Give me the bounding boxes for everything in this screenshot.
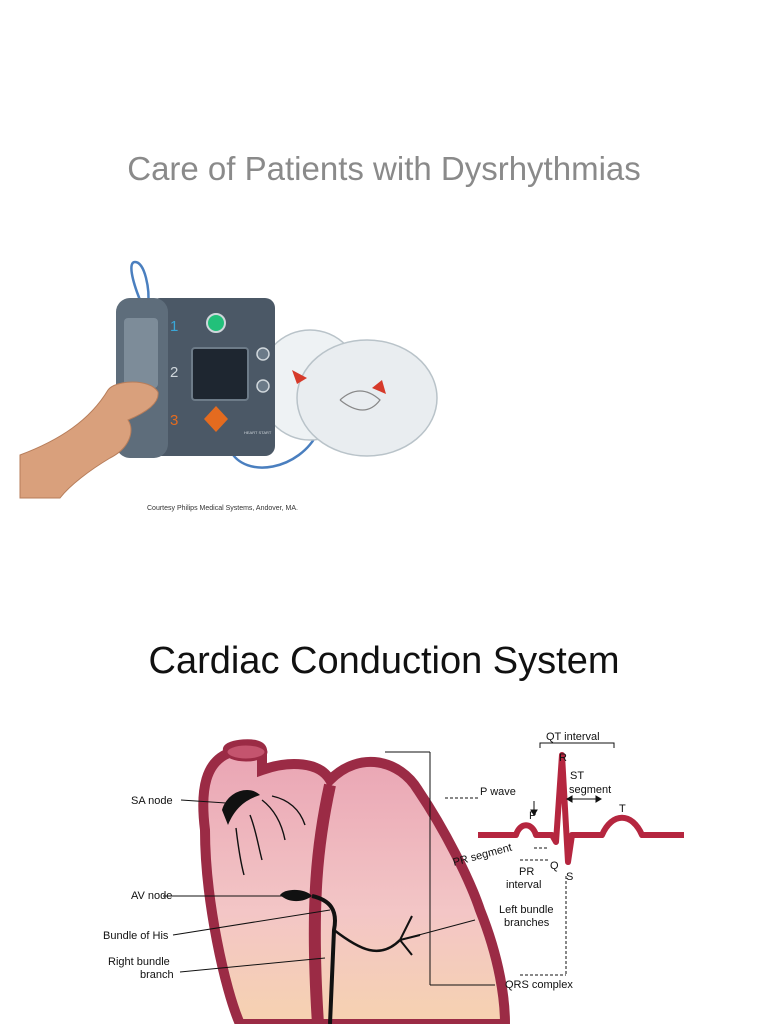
slide-title-dysrhythmias: Care of Patients with Dysrhythmias: [127, 150, 641, 187]
av-node: [280, 889, 312, 902]
qrs-complex-label: QRS complex: [505, 979, 573, 991]
p-wave-label: P wave: [480, 786, 516, 798]
qt-interval-label: QT interval: [546, 731, 600, 743]
left-bundle-label-2: branches: [504, 917, 550, 929]
slide-title-conduction: Cardiac Conduction System: [148, 640, 620, 682]
st-label-1: ST: [570, 770, 584, 782]
r-wave-label: R: [559, 752, 567, 764]
q-label: Q: [550, 860, 559, 872]
step-number-2: 2: [170, 364, 178, 381]
ecg-trace: [478, 752, 684, 865]
bundle-of-his-label: Bundle of His: [103, 930, 169, 942]
step-number-1: 1: [170, 318, 178, 335]
step-number-3: 3: [170, 412, 178, 429]
brand-label: HEART START: [244, 430, 272, 435]
p-label: P: [529, 810, 536, 822]
heart: [198, 739, 511, 1024]
t-label: T: [619, 803, 626, 815]
image-credit: Courtesy Philips Medical Systems, Andove…: [147, 505, 298, 512]
av-node-label: AV node: [131, 890, 172, 902]
electrode-pads: [257, 329, 438, 457]
sa-node-label: SA node: [131, 795, 173, 807]
pr-interval-label-1: PR: [519, 866, 534, 878]
s-label: S: [566, 871, 573, 883]
right-bundle-label-1: Right bundle: [108, 956, 170, 968]
pr-interval-label-2: interval: [506, 879, 541, 891]
left-bundle-label-1: Left bundle: [499, 904, 553, 916]
st-label-2: segment: [569, 784, 611, 796]
sa-node: [222, 790, 260, 825]
right-bundle-label-2: branch: [140, 969, 174, 981]
ecg-strip: [445, 742, 684, 976]
hand: [19, 381, 159, 499]
pr-segment-label: PR segment: [452, 842, 514, 869]
